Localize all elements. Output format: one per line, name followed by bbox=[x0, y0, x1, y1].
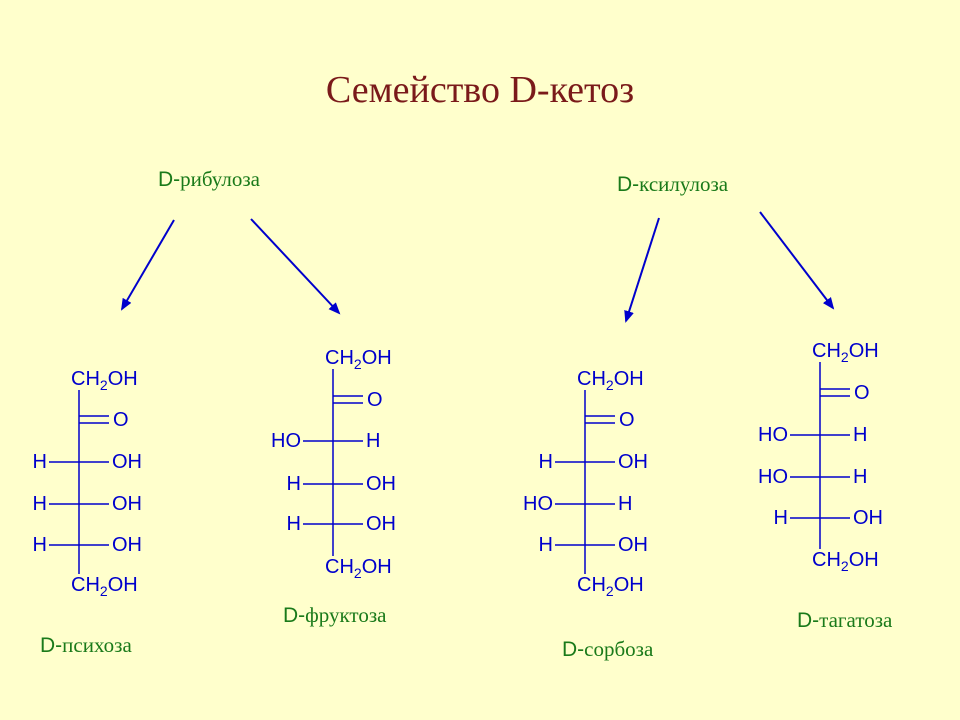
psicose-label-prefix: D- bbox=[40, 634, 63, 657]
tagatose-row-1-right: H bbox=[853, 424, 868, 446]
sorbose-row-3-right: OH bbox=[618, 534, 648, 556]
fructose-top-group: CH2OH bbox=[325, 347, 392, 371]
fructose-top-group-oh: OH bbox=[361, 347, 392, 369]
fructose-row-2-right: OH bbox=[366, 473, 396, 495]
tagatose-label: D-тагатоза bbox=[797, 608, 892, 633]
sorbose-row-2-left: HO bbox=[523, 493, 553, 515]
xylulose-label-prefix: D- bbox=[617, 173, 640, 196]
fructose-bottom-group: CH2OH bbox=[325, 556, 392, 580]
fructose-row-2-left: H bbox=[286, 473, 301, 495]
tagatose-carbonyl-oxygen: O bbox=[854, 382, 870, 404]
tagatose-label-name: тагатоза bbox=[819, 608, 893, 632]
tagatose-bottom-group: CH2OH bbox=[812, 549, 879, 573]
page-title: Семейство D-кетоз bbox=[325, 69, 635, 111]
psicose-carbonyl-oxygen: O bbox=[113, 409, 129, 431]
fructose-carbonyl-oxygen: O bbox=[367, 389, 383, 411]
fructose-bottom-group-ch: CH bbox=[325, 556, 354, 578]
sorbose-top-group: CH2OH bbox=[577, 368, 644, 392]
psicose-row-1-left: H bbox=[32, 451, 47, 473]
tagatose-bottom-group-oh: OH bbox=[848, 549, 879, 571]
sorbose-bottom-group-subscript: 2 bbox=[605, 583, 614, 599]
arrow-ribulose-to-fructose bbox=[250, 218, 341, 315]
psicose-label-name: психоза bbox=[62, 633, 132, 657]
bonds bbox=[49, 362, 850, 574]
sorbose-row-3-left: H bbox=[538, 534, 553, 556]
psicose-row-2-left: H bbox=[32, 493, 47, 515]
fructose-bottom-group-subscript: 2 bbox=[353, 565, 362, 581]
tagatose-row-3-right: OH bbox=[853, 507, 883, 529]
fructose-row-3-left: H bbox=[286, 513, 301, 535]
psicose-row-3-left: H bbox=[32, 534, 47, 556]
fructose-label: D-фруктоза bbox=[283, 603, 386, 628]
psicose-top-group-oh: OH bbox=[107, 368, 138, 390]
fructose-top-group-ch: CH bbox=[325, 347, 354, 369]
sorbose-label-prefix: D- bbox=[562, 638, 585, 661]
psicose-row-1-right: OH bbox=[112, 451, 142, 473]
sorbose-bottom-group: CH2OH bbox=[577, 574, 644, 598]
psicose-row-3-right: OH bbox=[112, 534, 142, 556]
sorbose-row-1-right: OH bbox=[618, 451, 648, 473]
sorbose-carbonyl-oxygen: O bbox=[619, 409, 635, 431]
fructose-label-name: фруктоза bbox=[305, 603, 387, 627]
tagatose-row-1-left: HO bbox=[758, 424, 788, 446]
fructose-bottom-group-oh: OH bbox=[361, 556, 392, 578]
tagatose-top-group-oh: OH bbox=[848, 340, 879, 362]
fructose-row-1-right: H bbox=[366, 430, 381, 452]
tagatose-bottom-group-ch: CH bbox=[812, 549, 841, 571]
fructose-row-3-right: OH bbox=[366, 513, 396, 535]
psicose-label: D-психоза bbox=[40, 633, 132, 658]
tagatose-top-group-subscript: 2 bbox=[840, 349, 849, 365]
tagatose-row-2-left: HO bbox=[758, 466, 788, 488]
psicose-top-group-ch: CH bbox=[71, 368, 100, 390]
psicose-top-group: CH2OH bbox=[71, 368, 138, 392]
sorbose-bottom-group-oh: OH bbox=[613, 574, 644, 596]
tagatose-bottom-group-subscript: 2 bbox=[840, 558, 849, 574]
tagatose-top-group-ch: CH bbox=[812, 340, 841, 362]
tagatose-top-group: CH2OH bbox=[812, 340, 879, 364]
psicose-bottom-group-ch: CH bbox=[71, 574, 100, 596]
sorbose-row-2-right: H bbox=[618, 493, 633, 515]
fructose-top-group-subscript: 2 bbox=[353, 356, 362, 372]
fructose-row-1-left: HO bbox=[271, 430, 301, 452]
sorbose-label: D-сорбоза bbox=[562, 637, 653, 662]
sorbose-label-name: сорбоза bbox=[584, 637, 654, 661]
fructose-label-prefix: D- bbox=[283, 604, 306, 627]
sorbose-top-group-oh: OH bbox=[613, 368, 644, 390]
tagatose-row-3-left: H bbox=[773, 507, 788, 529]
arrow-xylulose-to-tagatose bbox=[759, 211, 835, 310]
ribulose-label-prefix: D- bbox=[158, 168, 181, 191]
psicose-top-group-subscript: 2 bbox=[99, 377, 108, 393]
sorbose-top-group-ch: CH bbox=[577, 368, 606, 390]
psicose-row-2-right: OH bbox=[112, 493, 142, 515]
sorbose-row-1-left: H bbox=[538, 451, 553, 473]
psicose-bottom-group-oh: OH bbox=[107, 574, 138, 596]
tagatose-row-2-right: H bbox=[853, 466, 868, 488]
sorbose-bottom-group-ch: CH bbox=[577, 574, 606, 596]
arrow-ribulose-to-psicose bbox=[120, 219, 175, 311]
xylulose-label: D-ксилулоза bbox=[617, 172, 728, 197]
arrow-xylulose-to-sorbose bbox=[624, 217, 660, 323]
arrows bbox=[120, 211, 835, 323]
tagatose-label-prefix: D- bbox=[797, 609, 820, 632]
sorbose-top-group-subscript: 2 bbox=[605, 377, 614, 393]
ribulose-label: D-рибулоза bbox=[158, 167, 260, 192]
psicose-bottom-group: CH2OH bbox=[71, 574, 138, 598]
psicose-bottom-group-subscript: 2 bbox=[99, 583, 108, 599]
xylulose-label-name: ксилулоза bbox=[639, 172, 729, 196]
ribulose-label-name: рибулоза bbox=[180, 167, 260, 191]
